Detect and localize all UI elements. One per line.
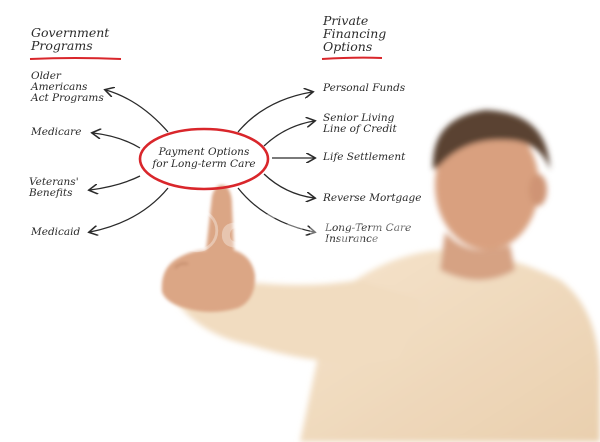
arrow-to-senior-living <box>263 121 314 147</box>
arrow-to-personal-funds <box>237 92 312 133</box>
arrow-to-medicaid <box>90 187 169 232</box>
arrow-to-ltc-insurance <box>237 187 314 232</box>
right-item-personal-funds: Personal Funds <box>323 82 406 94</box>
right-item-reverse-mortgage: Reverse Mortgage <box>323 192 422 204</box>
arrow-to-veterans <box>90 175 141 190</box>
left-heading-underline <box>29 57 122 60</box>
presenter-hand <box>161 185 256 312</box>
center-label: Payment Options for Long-term Care <box>152 146 256 170</box>
center-ellipse <box>138 127 270 191</box>
left-item-older-americans: Older Americans Act Programs <box>31 70 104 104</box>
arrow-to-older-americans <box>106 90 169 133</box>
left-item-medicare: Medicare <box>31 126 82 138</box>
arrow-to-medicare <box>93 133 141 149</box>
right-item-life-settlement: Life Settlement <box>323 151 406 163</box>
right-item-ltc-insurance: Long-Term Care Insurance <box>325 222 412 245</box>
right-item-senior-living: Senior Living Line of Credit <box>323 112 397 135</box>
watermark: ⓒclickart <box>175 207 413 258</box>
right-heading: Private Financing Options <box>323 13 387 54</box>
left-item-medicaid: Medicaid <box>31 226 81 238</box>
arrow-to-reverse-mortgage <box>263 173 314 198</box>
left-heading: Government Programs <box>31 25 110 53</box>
left-item-veterans: Veterans' Benefits <box>29 176 79 199</box>
right-heading-underline <box>321 56 383 60</box>
